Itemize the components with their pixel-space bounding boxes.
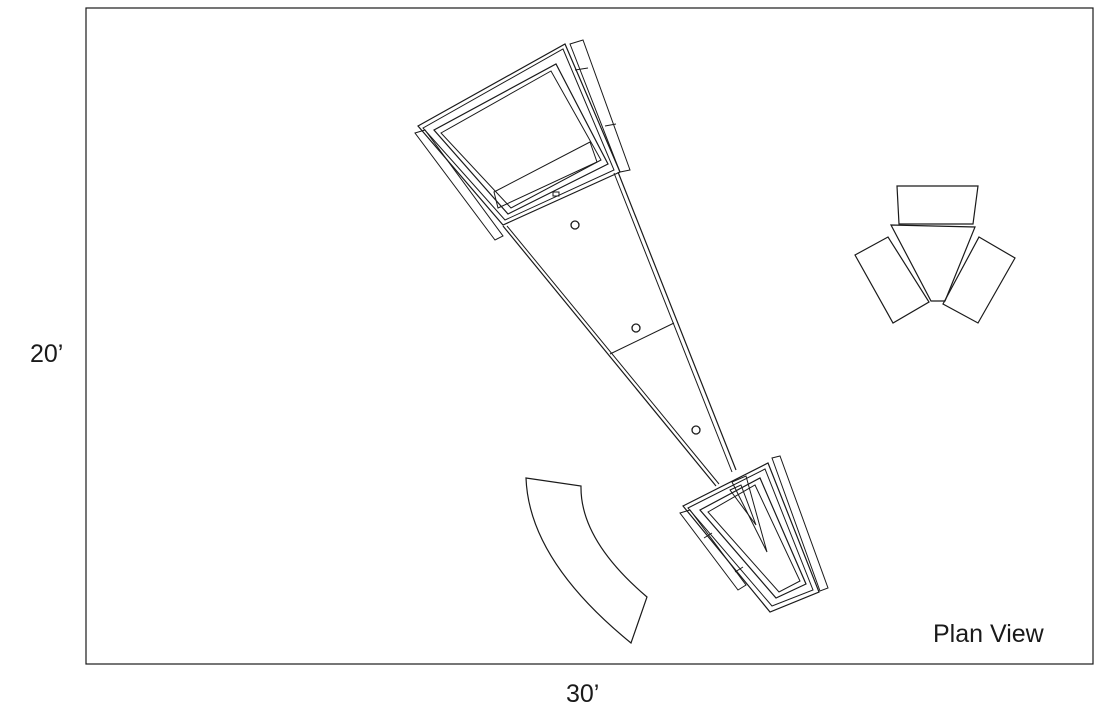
height-dimension-label: 20’ (30, 340, 63, 368)
lower-v-unit (679, 455, 829, 613)
view-title: Plan View (933, 620, 1045, 648)
walkway-marker-3 (691, 425, 701, 435)
tapered-walkway (502, 171, 737, 487)
seating-cluster (854, 185, 1016, 324)
curved-bench (525, 477, 648, 645)
room-boundary (85, 7, 1094, 665)
width-dimension-label: 30’ (566, 680, 599, 708)
upper-display-unit (414, 39, 631, 241)
walkway-marker-1 (570, 220, 580, 230)
walkway-marker-2 (631, 323, 641, 333)
